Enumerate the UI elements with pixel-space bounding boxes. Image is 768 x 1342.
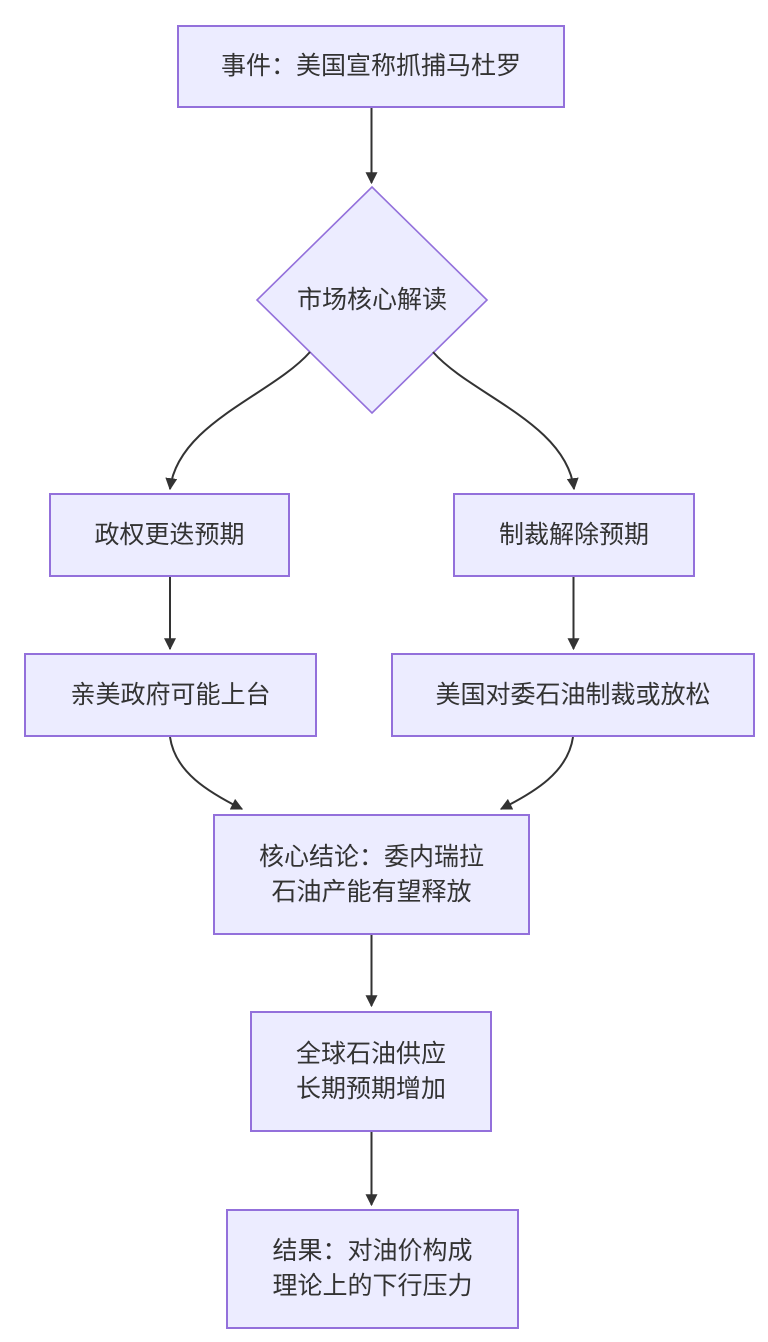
- node-regime-change-expectation: 政权更迭预期: [49, 493, 290, 577]
- node-sanctions-lift-expectation: 制裁解除预期: [453, 493, 695, 577]
- node-event-label: 事件：美国宣称抓捕马杜罗: [220, 52, 521, 80]
- edge-interpretation-to-sanctions-lift: [432, 351, 579, 491]
- node-global-oil-supply: 全球石油供应 长期预期增加: [250, 1011, 492, 1132]
- node-us-oil-sanctions-relax: 美国对委石油制裁或放松: [391, 653, 755, 737]
- node-result-line1: 结果：对油价构成: [272, 1237, 473, 1265]
- node-global-oil-supply-line1: 全球石油供应: [295, 1039, 446, 1068]
- node-market-interpretation: 市场核心解读: [257, 280, 487, 320]
- node-event: 事件：美国宣称抓捕马杜罗: [177, 25, 565, 108]
- node-result: 结果：对油价构成 理论上的下行压力: [226, 1209, 519, 1329]
- edge-interpretation-to-regime-change: [165, 351, 311, 491]
- node-core-conclusion-line2: 石油产能有望释放: [271, 877, 472, 906]
- diamond-shape: [255, 185, 489, 415]
- node-pro-us-government: 亲美政府可能上台: [24, 653, 317, 737]
- node-result-line2: 理论上的下行压力: [272, 1272, 473, 1300]
- edge-pro-us-government-to-core-conclusion: [169, 736, 244, 810]
- node-regime-change-label: 政权更迭预期: [94, 520, 245, 549]
- node-market-interpretation-label: 市场核心解读: [296, 285, 447, 314]
- edge-us-sanctions-relax-to-core-conclusion: [499, 736, 574, 810]
- node-sanctions-lift-label: 制裁解除预期: [498, 520, 649, 549]
- node-core-conclusion: 核心结论：委内瑞拉 石油产能有望释放: [213, 814, 530, 935]
- node-us-oil-sanctions-relax-label: 美国对委石油制裁或放松: [435, 680, 711, 709]
- node-global-oil-supply-line2: 长期预期增加: [295, 1074, 446, 1103]
- node-core-conclusion-line1: 核心结论：委内瑞拉: [258, 842, 484, 871]
- node-pro-us-government-label: 亲美政府可能上台: [70, 680, 271, 709]
